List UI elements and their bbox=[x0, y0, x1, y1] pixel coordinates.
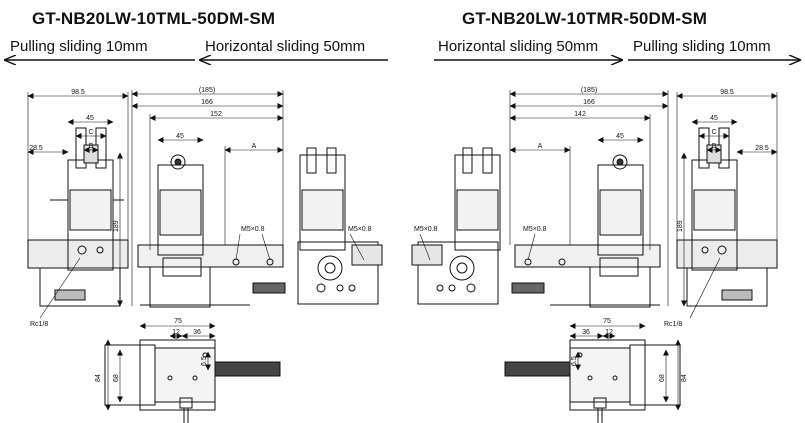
left-front-dims bbox=[131, 90, 284, 306]
right-dim-84: 84 bbox=[681, 374, 688, 382]
left-thread-label-2: M5×0.8 bbox=[348, 226, 372, 233]
spring-bottom-right bbox=[504, 361, 571, 377]
left-dim-b: B bbox=[89, 143, 94, 150]
left-port-label: Rc1/8 bbox=[30, 321, 48, 328]
left-pull-caption: Pulling sliding 10mm bbox=[10, 38, 148, 55]
right-dim-36: 36 bbox=[582, 329, 590, 336]
right-dim-75: 75 bbox=[603, 318, 611, 325]
spring-left bbox=[252, 282, 286, 294]
left-dim-84: 84 bbox=[95, 374, 102, 382]
spring-right bbox=[511, 282, 545, 294]
left-end-view bbox=[297, 147, 383, 305]
right-end-view bbox=[411, 147, 501, 305]
left-bottom-dims bbox=[105, 323, 216, 411]
left-dim-6-5: 6.5 bbox=[201, 356, 208, 366]
right-dim-185: (185) bbox=[581, 87, 597, 94]
right-dim-a: A bbox=[538, 143, 543, 150]
left-dim-c: C bbox=[88, 129, 93, 136]
right-dim-98-5: 98.5 bbox=[720, 89, 734, 96]
left-dim-189: 189 bbox=[113, 220, 120, 232]
left-front-view bbox=[137, 154, 286, 308]
left-dim-a: A bbox=[252, 143, 257, 150]
right-bottom-view bbox=[504, 339, 681, 423]
left-side-view bbox=[27, 127, 129, 307]
right-dim-142: 142 bbox=[574, 111, 586, 118]
left-dim-front-45: 45 bbox=[176, 133, 184, 140]
right-front-view bbox=[511, 154, 661, 308]
right-dim-28-5: 28.5 bbox=[755, 145, 769, 152]
left-dim-166: 166 bbox=[201, 99, 213, 106]
left-horizontal-caption: Horizontal sliding 50mm bbox=[205, 38, 366, 55]
right-dim-12: 12 bbox=[605, 329, 613, 336]
right-pull-caption: Pulling sliding 10mm bbox=[633, 38, 771, 55]
left-bottom-view bbox=[104, 339, 281, 423]
right-side-view bbox=[676, 127, 778, 307]
right-horizontal-caption: Horizontal sliding 50mm bbox=[438, 38, 599, 55]
right-dim-166: 166 bbox=[583, 99, 595, 106]
left-dim-98-5: 98.5 bbox=[71, 89, 85, 96]
left-dim-45: 45 bbox=[86, 115, 94, 122]
left-dim-36: 36 bbox=[193, 329, 201, 336]
right-dim-68: 68 bbox=[659, 374, 666, 382]
left-model-title: GT-NB20LW-10TML-50DM-SM bbox=[32, 9, 276, 28]
left-thread-label-1: M5×0.8 bbox=[241, 226, 265, 233]
right-dim-189: 189 bbox=[677, 220, 684, 232]
right-dim-front-45: 45 bbox=[616, 133, 624, 140]
right-dim-b: B bbox=[712, 143, 717, 150]
left-dim-152: 152 bbox=[210, 111, 222, 118]
spring-bottom-left bbox=[214, 361, 281, 377]
left-dim-68: 68 bbox=[113, 374, 120, 382]
right-dim-c: C bbox=[711, 129, 716, 136]
left-side-dims bbox=[27, 92, 129, 319]
right-front-dims bbox=[509, 90, 669, 306]
right-thread-label-2: M5×0.8 bbox=[523, 226, 547, 233]
left-dim-12: 12 bbox=[172, 329, 180, 336]
left-dim-75: 75 bbox=[174, 318, 182, 325]
right-dim-6-5: 6.5 bbox=[571, 356, 578, 366]
right-bottom-dims bbox=[569, 323, 681, 411]
right-dim-45: 45 bbox=[710, 115, 718, 122]
right-port-label: Rc1/8 bbox=[664, 321, 682, 328]
right-model-title: GT-NB20LW-10TMR-50DM-SM bbox=[462, 9, 708, 28]
left-dim-185: (185) bbox=[199, 87, 215, 94]
right-thread-label-1: M5×0.8 bbox=[414, 226, 438, 233]
left-dim-28-5: 28.5 bbox=[29, 145, 43, 152]
right-side-dims bbox=[676, 92, 778, 319]
